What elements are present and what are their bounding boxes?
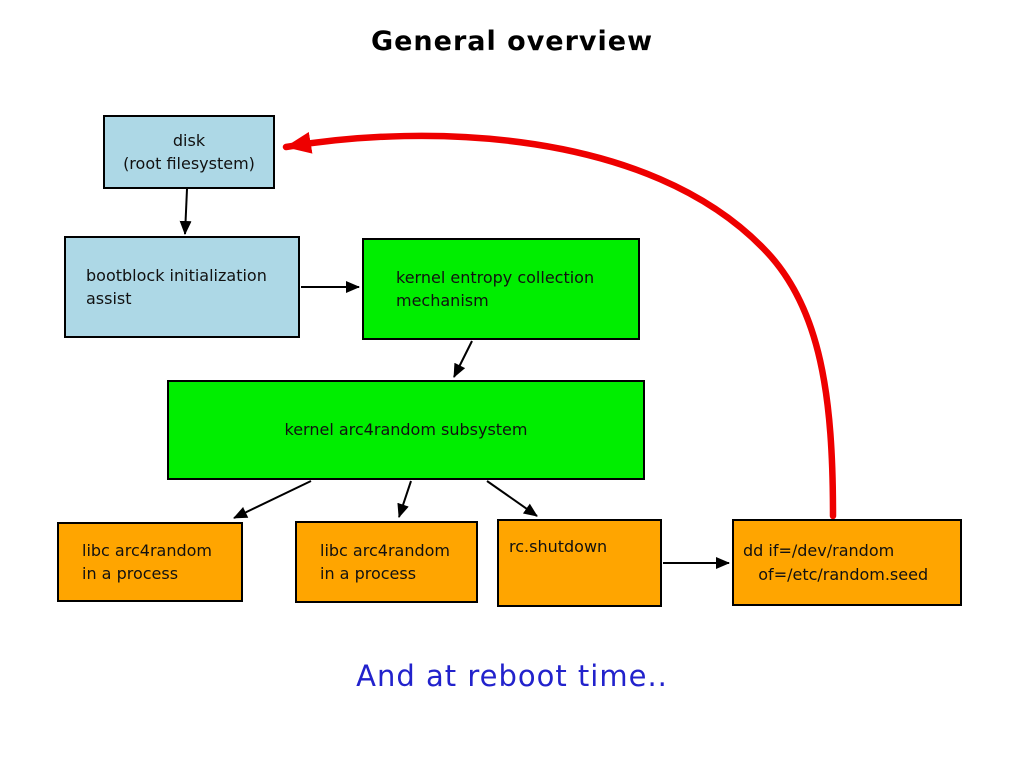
node-libc-arc4random-process-1: libc arc4random in a process — [57, 522, 243, 602]
reboot-note: And at reboot time.. — [356, 659, 668, 693]
arrow-entropy-to-arc4 — [453, 340, 473, 378]
arrow-arc4-to-libc-b — [397, 480, 412, 518]
node-kernel-arc4random-subsystem: kernel arc4random subsystem — [167, 380, 645, 480]
node-rc-shutdown: rc.shutdown — [497, 519, 662, 607]
arrow-arc4-to-rcshutdown — [486, 480, 538, 517]
node-bootblock-init-assist: bootblock initialization assist — [64, 236, 300, 338]
node-kernel-entropy-collection: kernel entropy collection mechanism — [362, 238, 640, 340]
arrow-disk-to-bootblock — [179, 188, 192, 235]
node-disk: disk (root filesystem) — [103, 115, 275, 189]
node-libc-arc4random-process-2: libc arc4random in a process — [295, 521, 478, 603]
arrow-arc4-to-libc-a — [233, 480, 312, 519]
node-dd-random-seed: dd if=/dev/random of=/etc/random.seed — [732, 519, 962, 606]
page-title: General overview — [370, 26, 654, 57]
